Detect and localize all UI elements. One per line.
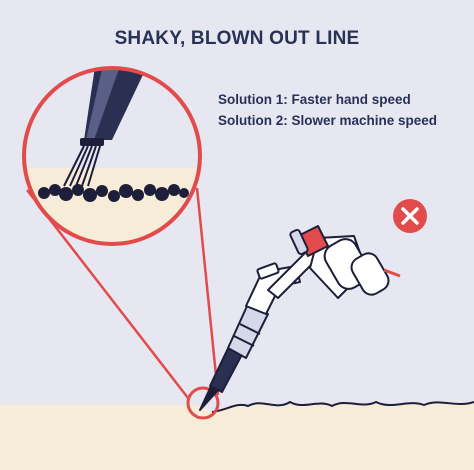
close-icon <box>393 199 427 233</box>
solution-1-text: Solution 1: Faster hand speed <box>218 92 411 107</box>
zoom-detail <box>24 68 200 244</box>
shaky-line-on-skin <box>211 400 474 413</box>
magnifier-small-circle <box>186 386 220 420</box>
skin-surface <box>0 402 474 470</box>
magnifier-line-right <box>195 187 220 396</box>
tattoo-machine-icon <box>199 225 401 411</box>
zoom-circle-ring <box>22 66 202 246</box>
solution-2-text: Solution 2: Slower machine speed <box>218 113 438 128</box>
diagram-title: SHAKY, BLOWN OUT LINE <box>114 28 360 49</box>
